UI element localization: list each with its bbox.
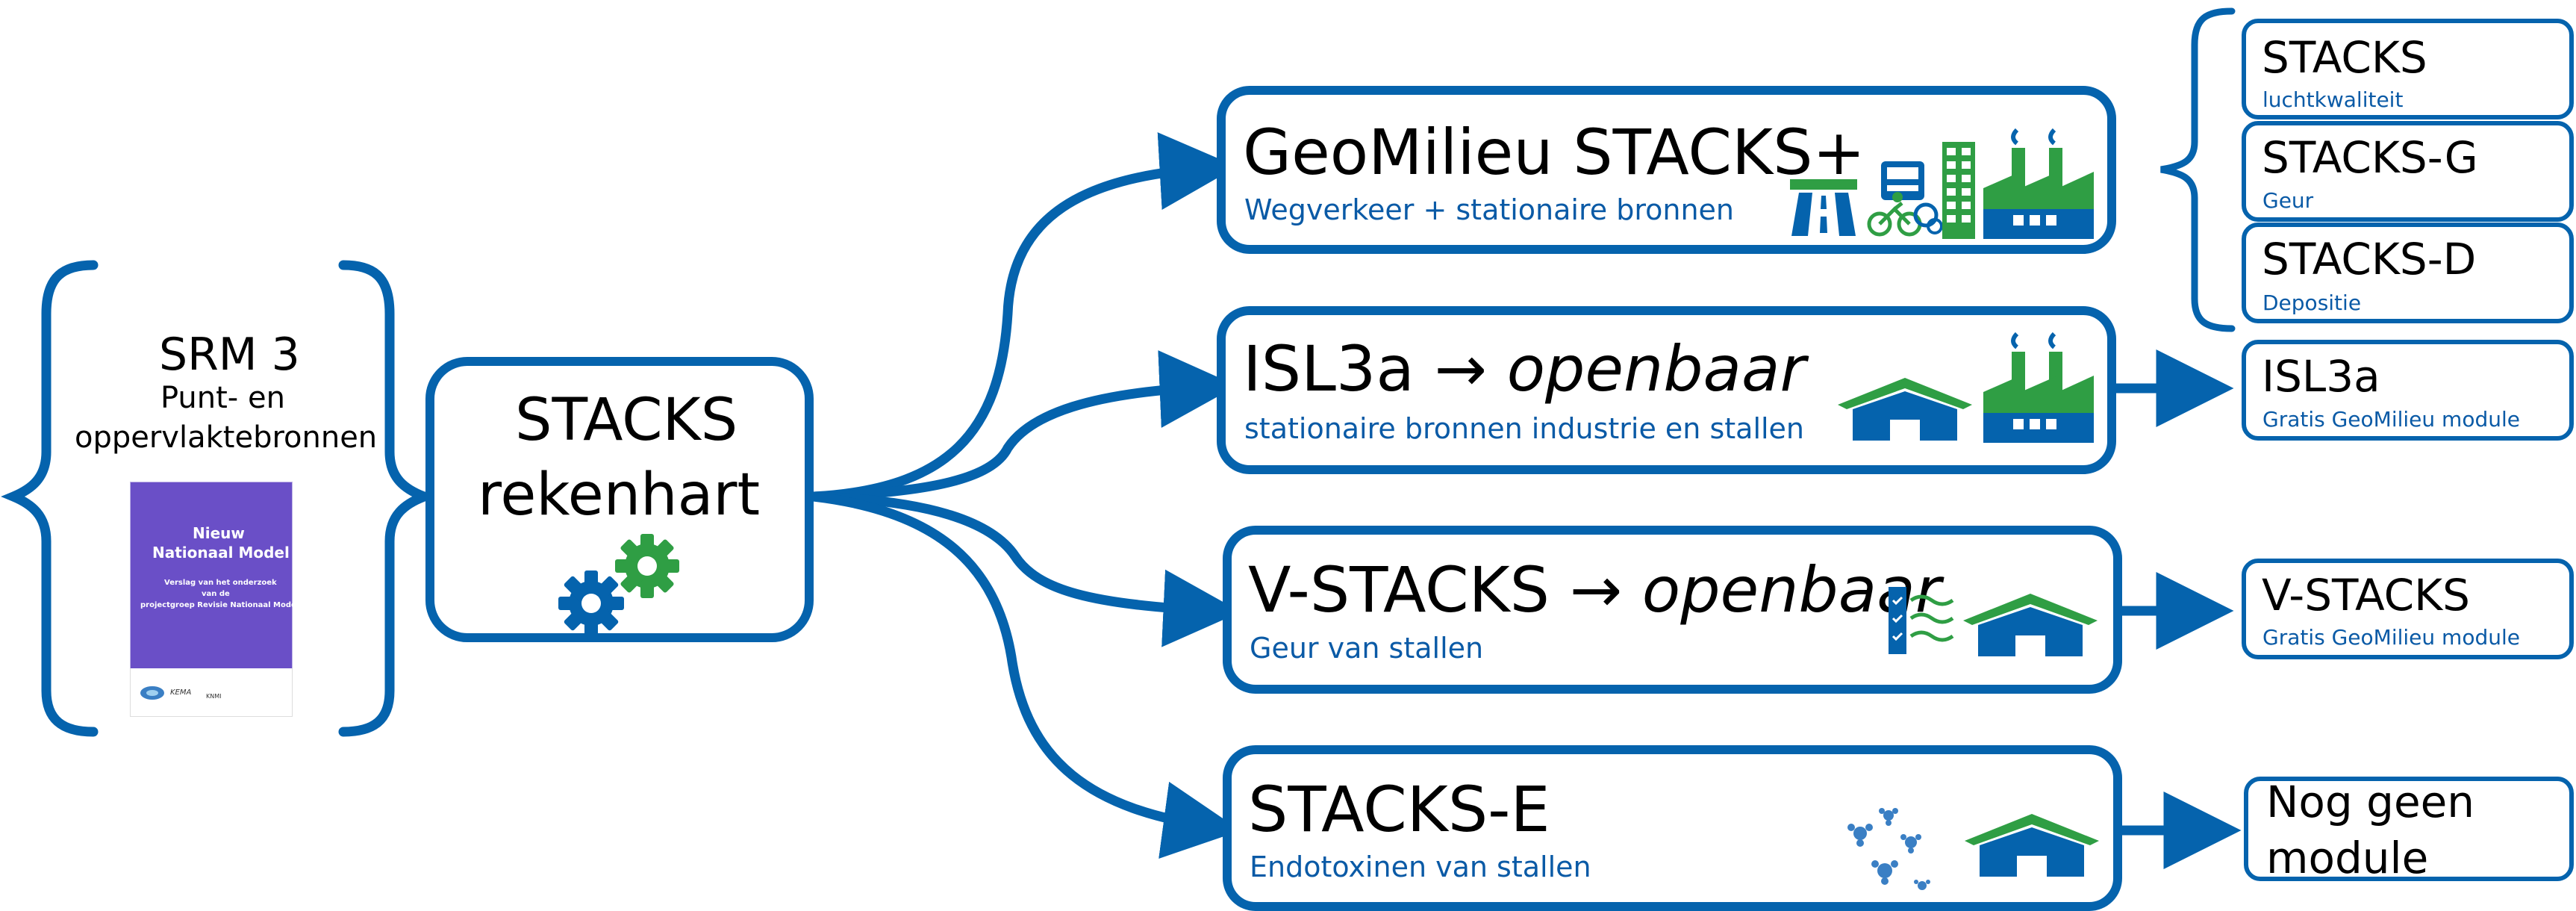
output-isl3a [2242,340,2574,441]
module-vstacks-subtitle: Geur van stallen [1250,632,1484,665]
module-isl3a-title-prefix: ISL3a → [1243,332,1487,405]
book-logo-icon [140,686,164,700]
output-nog-geen-line2: module [2266,833,2429,883]
arrow-to-stacks-e [808,491,1241,859]
book-logo-knmi: KNMI [206,693,222,700]
gears-icon [558,534,679,636]
srm-line2: oppervlaktebronnen [75,420,378,455]
module-geomilieu-title: GeoMilieu STACKS+ [1243,116,1865,189]
core-box [425,357,814,642]
output-stacks-g [2242,121,2574,222]
module-isl3a-title: ISL3a → openbaar [1243,338,1806,400]
output-vstacks-subtitle: Gratis GeoMilieu module [2262,625,2520,650]
barn-icon [1838,378,1972,441]
module-vstacks [1223,526,2122,694]
output-stacks-g-subtitle: Geur [2262,188,2314,213]
module-stacks-e-title: STACKS-E [1248,773,1550,846]
book-text1: Verslag van het onderzoek [164,579,277,587]
output-isl3a-subtitle: Gratis GeoMilieu module [2262,407,2520,432]
output-nog-geen-line1: Nog geen [2266,777,2475,827]
module-vstacks-title-prefix: V-STACKS → [1248,553,1623,626]
srm-title: SRM 3 [159,329,300,381]
output-vstacks-title: V-STACKS [2262,570,2470,621]
module-stacks-e [1223,745,2122,911]
factory-icon [1983,128,2094,239]
barn-icon [1963,594,2098,656]
arrow-to-geomilieu [808,132,1238,502]
srm-line1: Punt- en [160,381,285,415]
module-isl3a [1217,306,2116,474]
book-text2: van de [202,590,230,598]
book-title1: Nieuw [193,524,245,542]
truck-bike-icon [1867,161,1943,237]
output-stacks-d-title: STACKS-D [2262,234,2477,285]
arrow-to-isl3a [808,350,1238,502]
output-nog-geen [2244,777,2574,881]
factory-icon [1983,332,2094,443]
output-stacks [2242,19,2574,119]
output-stacks-g-title: STACKS-G [2262,132,2478,183]
arrow-to-vstacks [808,491,1241,647]
module-stacks-e-subtitle: Endotoxinen van stallen [1250,851,1591,883]
odour-icon [1889,587,1954,654]
output-stacks-subtitle: luchtkwaliteit [2262,87,2404,112]
book-text3: projectgroep Revisie Nationaal Model [140,601,299,609]
output-stacks-d [2242,223,2574,323]
output-stacks-title: STACKS [2262,32,2427,83]
output-isl3a-title: ISL3a [2262,351,2380,402]
book-logo-kema: KEMA [170,688,192,697]
core-line1: STACKS [515,387,738,454]
barn-icon [1965,814,2099,877]
module-geomilieu-subtitle: Wegverkeer + stationaire bronnen [1244,193,1735,226]
module-isl3a-title-italic: openbaar [1506,332,1806,405]
building-icon [1942,142,1975,239]
output-vstacks [2242,559,2574,659]
module-isl3a-subtitle: stationaire bronnen industrie en stallen [1244,412,1805,445]
core-line2: rekenhart [478,461,761,529]
output-stacks-d-subtitle: Depositie [2262,290,2362,315]
book-title2: Nationaal Model [152,544,290,562]
particles-icon [1847,808,1930,890]
highway-icon [1790,179,1857,236]
